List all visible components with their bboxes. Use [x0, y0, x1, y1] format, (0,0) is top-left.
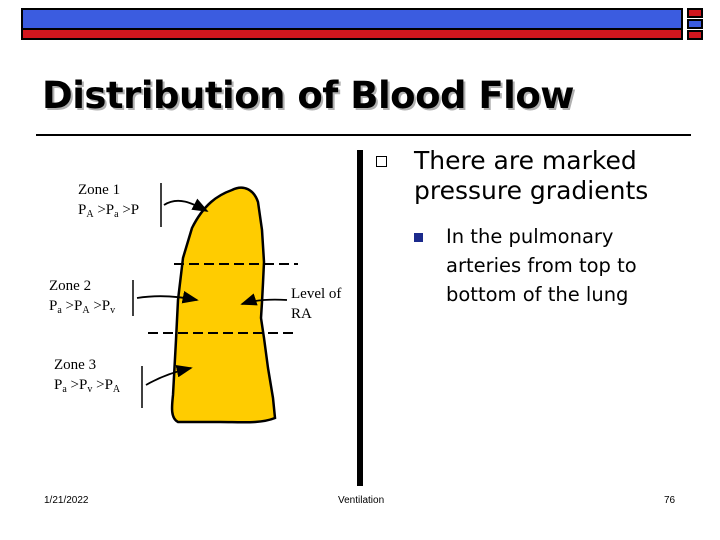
vertical-reference-bar: [357, 150, 363, 486]
zone1-name: Zone 1: [78, 180, 139, 200]
zone3-name: Zone 3: [54, 355, 120, 375]
footer-center-text: Ventilation: [338, 495, 384, 506]
zone1-arrow: [164, 201, 207, 211]
ra-level-label: Level of RA: [291, 284, 341, 324]
footer-date: 1/21/2022: [44, 495, 89, 506]
zone2-formula: Pa >PA >Pv: [49, 296, 115, 316]
zone1-formula: PA >Pa >P: [78, 200, 139, 220]
slide-number: 76: [664, 495, 675, 506]
sub-bullet-text: In the pulmonary arteries from top to bo…: [446, 222, 637, 309]
main-bullet-text: There are marked pressure gradients: [414, 146, 664, 206]
zone1-label: Zone 1 PA >Pa >P: [78, 180, 139, 220]
zone2-name: Zone 2: [49, 276, 115, 296]
sub-bullet-square-icon: [414, 233, 423, 242]
bullet-square-icon: [376, 156, 387, 167]
zone3-formula: Pa >Pv >PA: [54, 375, 120, 395]
zone3-label: Zone 3 Pa >Pv >PA: [54, 355, 120, 395]
zone2-label: Zone 2 Pa >PA >Pv: [49, 276, 115, 316]
lung-shape: [172, 188, 275, 423]
